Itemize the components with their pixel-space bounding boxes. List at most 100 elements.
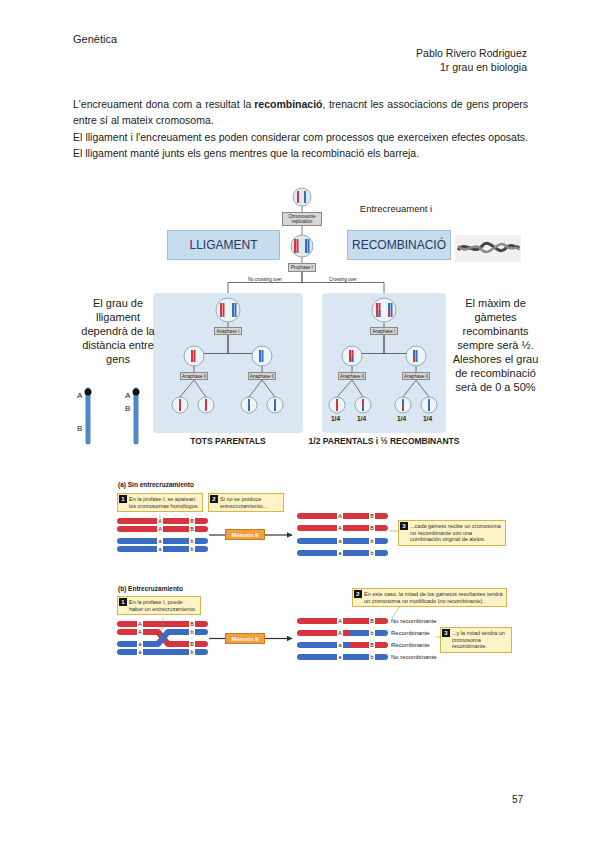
allele-letter: a [337, 654, 343, 661]
allele-letter: B [369, 618, 375, 625]
allele-letter: b [369, 550, 375, 557]
side-note: El grau de lligament dependrà de la dist… [76, 296, 160, 366]
chromosome-bars [300, 642, 352, 648]
panel-heading: 1/2 PARENTALS i ½ RECOMBINANTS [302, 436, 466, 446]
chromosome-bars [120, 621, 205, 627]
callout-number: 3 [400, 522, 408, 530]
allele-letter: a [137, 649, 143, 656]
replication-cells [291, 235, 313, 257]
node-text: RECOMBINACIÓ [352, 238, 446, 252]
node-text: En la profase I, puede haber un entrecru… [129, 599, 197, 612]
chromosome-bars [120, 518, 205, 524]
callout-number: 1 [119, 495, 127, 503]
stage-label: Anaphase I [370, 327, 398, 335]
allele-letter: B [189, 641, 195, 648]
node-text: Anaphase I [373, 329, 396, 334]
gamete-label: No recombinante [391, 618, 437, 624]
callout-number: 2 [354, 590, 362, 598]
meiosis-arrows [265, 534, 292, 535]
node-text: Anaphase I [217, 329, 240, 334]
allele-letter: a [337, 538, 343, 545]
allele-letter: b [369, 630, 375, 637]
panel-title: (b) Entrecruzamiento [118, 585, 183, 592]
allele-letter: A [337, 630, 343, 637]
replication-cells [308, 239, 310, 253]
allele-letter: B [369, 513, 375, 520]
callout-box: 3...y la mitad tendrá un cromosoma recom… [440, 627, 512, 653]
allele-letter: B [189, 621, 195, 628]
gene-letter: B [125, 404, 130, 413]
body-text: L'encreuament dona com a resultat la [73, 98, 251, 110]
chromosome-bars [300, 630, 352, 636]
side-note: Entrecreuament i [358, 203, 434, 215]
chiasma-photo [455, 235, 521, 262]
author-name: Pablo Rivero Rodriguez [416, 47, 527, 59]
node-text: Prophase I [291, 265, 313, 270]
replication-cells [293, 188, 311, 206]
callout-box: 1En la profase I, se aparean los cromoso… [117, 493, 203, 512]
callout-box: 2En este caso, la mitad de los gametos r… [352, 588, 507, 607]
allele-letter: b [189, 649, 195, 656]
header-text: Genètica [73, 33, 117, 45]
gamete-label: Recombinante [391, 642, 430, 648]
gamete-label: Recombinante [391, 630, 430, 636]
allele-letter: a [137, 641, 143, 648]
node-text: Meiosis II [231, 636, 258, 642]
side-note: El màxim de gàmetes recombinants sempre … [447, 296, 544, 394]
allele-letter: b [369, 654, 375, 661]
stage-label: Anaphase II [338, 372, 366, 380]
gene-distance-chromosomes [86, 390, 91, 442]
node-text: Anaphase II [250, 374, 274, 379]
node-text: Meiosis II [231, 532, 258, 538]
callout-number: 1 [119, 598, 127, 606]
allele-letter: a [337, 550, 343, 557]
allele-letter: a [157, 546, 163, 553]
gene-distance-chromosomes [133, 389, 140, 396]
allele-letter: A [337, 618, 343, 625]
page-number: 57 [512, 794, 523, 805]
node-text: ...y la mitad tendrá un cromosoma recomb… [452, 630, 508, 650]
meiosis-arrows [209, 534, 225, 535]
replication-cells [294, 239, 296, 253]
allele-letter: B [369, 525, 375, 532]
gene-distance-chromosomes [85, 389, 92, 396]
stage-label: Anaphase II [402, 372, 430, 380]
meiosis-arrows [265, 638, 292, 639]
callout-box: 2Si no se produce entrecruzamiento... [208, 493, 284, 512]
tree-connector [228, 272, 302, 293]
concept-box: RECOMBINACIÓ [347, 230, 451, 260]
outcome-panel: TOTS PARENTALSAnaphase IAnaphase IIAnaph… [153, 293, 303, 433]
allele-letter: b [369, 538, 375, 545]
allele-letter: A [137, 621, 143, 628]
allele-letter: B [369, 642, 375, 649]
gene-letter: A [77, 391, 82, 400]
callout-box: 1En la profase I, puede haber un entrecr… [117, 596, 201, 615]
tree-connector [302, 272, 384, 293]
chromosome-bars [352, 630, 385, 636]
chromosome-bars [300, 618, 385, 624]
panel-title: (a) Sin entrecruzamiento [118, 481, 194, 488]
allele-letter: A [157, 526, 163, 533]
node-text: Chromosome replication [283, 214, 321, 224]
chromosome-bars [300, 654, 385, 660]
concept-box: LLIGAMENT [167, 230, 280, 260]
process-box: Meiosis II [225, 529, 265, 540]
chromosome-bars [300, 513, 385, 519]
allele-letter: b [189, 538, 195, 545]
callout-box: 3...cada gameto recibe un cromosoma no r… [398, 520, 506, 546]
bold-term: recombinació [254, 98, 322, 110]
allele-letter: A [337, 513, 343, 520]
allele-letter: A [337, 525, 343, 532]
fraction-label: 1/4 [331, 415, 340, 422]
process-box: Meiosis II [225, 633, 265, 644]
fraction-label: 1/4 [357, 415, 366, 422]
callout-leader [392, 606, 400, 618]
edge-label: No crossing over [248, 277, 282, 282]
gene-letter: B [77, 424, 82, 433]
node-text: Anaphase II [404, 374, 428, 379]
replication-cells [304, 191, 306, 203]
chromosome-bars [300, 525, 385, 531]
meiosis-arrows [209, 638, 225, 639]
course-name: 1r grau en biologia [440, 61, 527, 73]
